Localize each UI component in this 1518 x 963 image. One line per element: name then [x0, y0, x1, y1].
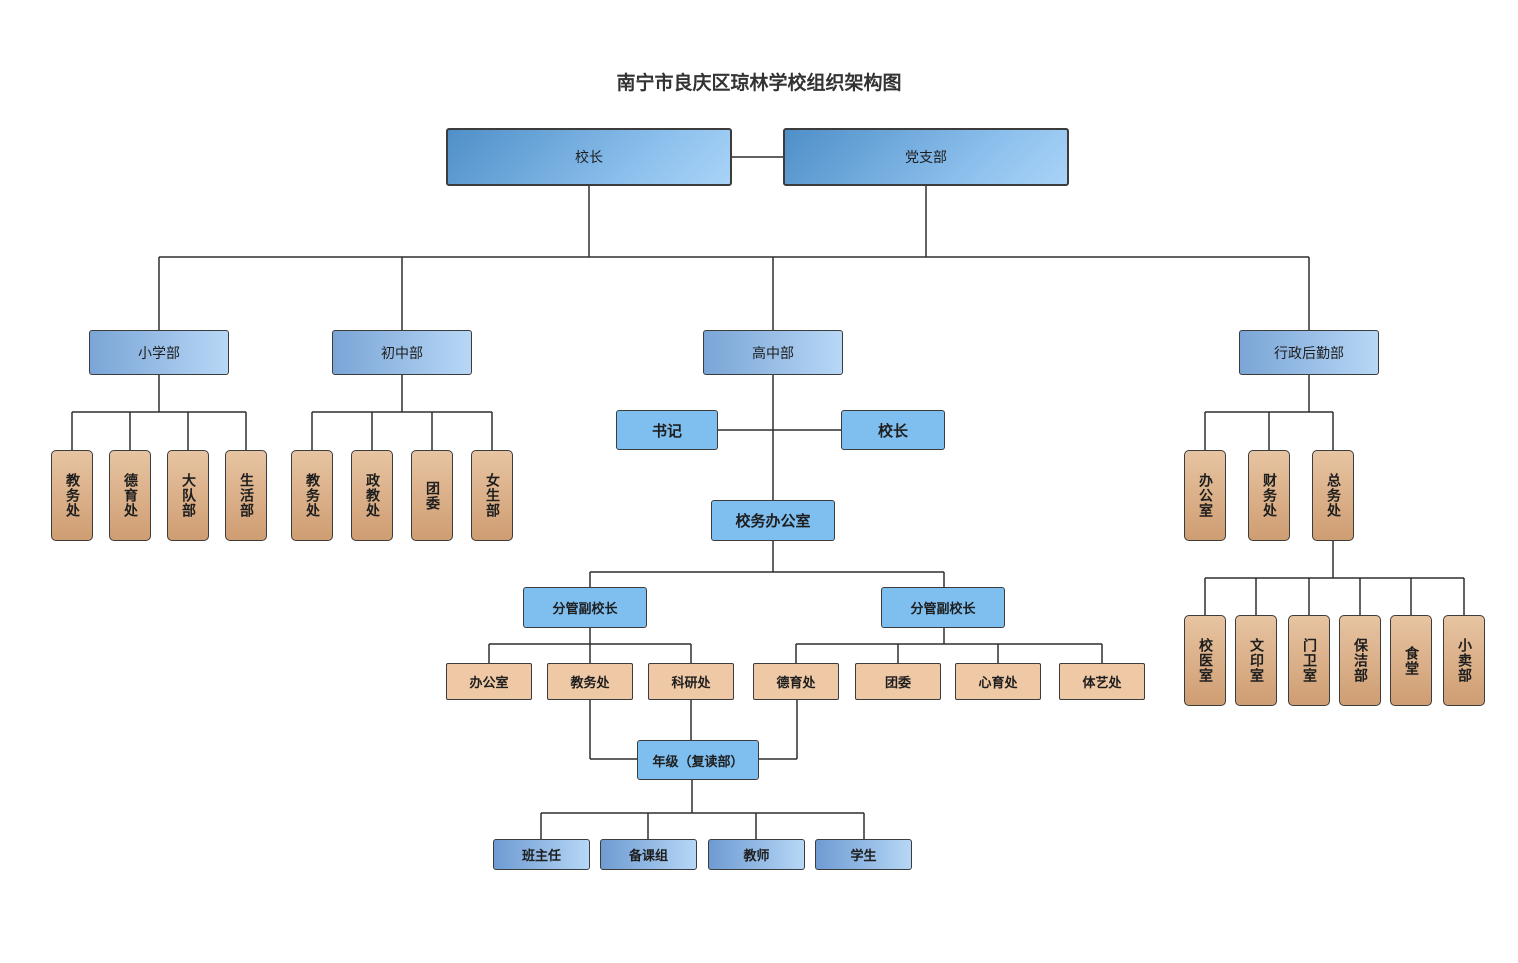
node-primary-unit[interactable]: 大队部	[167, 450, 209, 541]
node-grade-unit[interactable]: 教师	[708, 839, 805, 870]
node-junior-unit[interactable]: 教务处	[291, 450, 333, 541]
node-grade-unit[interactable]: 备课组	[600, 839, 697, 870]
node-senior-principal[interactable]: 校长	[841, 410, 945, 450]
node-school-affairs-office[interactable]: 校务办公室	[711, 500, 835, 541]
node-senior-dept[interactable]: 团委	[855, 663, 941, 700]
node-primary-division[interactable]: 小学部	[89, 330, 229, 375]
node-senior-dept[interactable]: 体艺处	[1059, 663, 1145, 700]
node-general-affairs-unit[interactable]: 小卖部	[1443, 615, 1485, 706]
node-general-affairs-unit[interactable]: 保洁部	[1339, 615, 1381, 706]
node-grade-unit[interactable]: 学生	[815, 839, 912, 870]
node-senior-dept[interactable]: 德育处	[753, 663, 839, 700]
node-principal[interactable]: 校长	[446, 128, 732, 186]
node-general-affairs-unit[interactable]: 食堂	[1390, 615, 1432, 706]
node-senior-division[interactable]: 高中部	[703, 330, 843, 375]
node-party-branch[interactable]: 党支部	[783, 128, 1069, 186]
node-senior-dept[interactable]: 科研处	[648, 663, 734, 700]
node-vice-principal-left[interactable]: 分管副校长	[523, 587, 647, 628]
node-primary-unit[interactable]: 生活部	[225, 450, 267, 541]
node-admin-unit[interactable]: 办公室	[1184, 450, 1226, 541]
node-primary-unit[interactable]: 教务处	[51, 450, 93, 541]
node-admin-unit[interactable]: 财务处	[1248, 450, 1290, 541]
node-junior-division[interactable]: 初中部	[332, 330, 472, 375]
node-senior-dept[interactable]: 办公室	[446, 663, 532, 700]
node-grade[interactable]: 年级（复读部）	[637, 740, 759, 780]
node-junior-unit[interactable]: 政教处	[351, 450, 393, 541]
node-grade-unit[interactable]: 班主任	[493, 839, 590, 870]
node-primary-unit[interactable]: 德育处	[109, 450, 151, 541]
node-general-affairs-unit[interactable]: 校医室	[1184, 615, 1226, 706]
node-senior-dept[interactable]: 心育处	[955, 663, 1041, 700]
node-vice-principal-right[interactable]: 分管副校长	[881, 587, 1005, 628]
node-junior-unit[interactable]: 女生部	[471, 450, 513, 541]
node-secretary[interactable]: 书记	[616, 410, 718, 450]
chart-title: 南宁市良庆区琼林学校组织架构图	[616, 72, 902, 94]
node-general-affairs-unit[interactable]: 门卫室	[1288, 615, 1330, 706]
node-admin-division[interactable]: 行政后勤部	[1239, 330, 1379, 375]
node-general-affairs-unit[interactable]: 文印室	[1235, 615, 1277, 706]
node-senior-dept[interactable]: 教务处	[547, 663, 633, 700]
node-junior-unit[interactable]: 团委	[411, 450, 453, 541]
node-general-affairs[interactable]: 总务处	[1312, 450, 1354, 541]
